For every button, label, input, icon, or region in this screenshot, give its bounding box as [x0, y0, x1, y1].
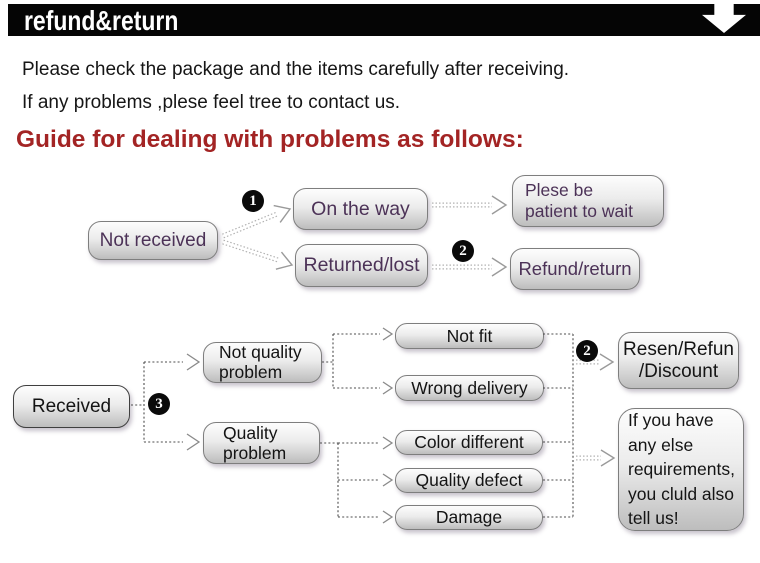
merge-lines: [543, 333, 574, 518]
arrow-notreceived-ontheway: [222, 204, 292, 239]
node-received: Received: [13, 385, 130, 428]
chevron-to-qualitydefect: [382, 473, 394, 487]
arrow-returnedlost-refund: [432, 257, 508, 277]
header-bar: refund&return: [8, 4, 760, 36]
badge-step-1: 1: [242, 190, 264, 212]
node-plese-be-patient: Plese be patient to wait: [512, 175, 664, 227]
quality-bracket-lines: [320, 442, 380, 518]
node-color-different: Color different: [395, 430, 543, 455]
intro-line-2: If any problems ,plese feel tree to cont…: [22, 92, 401, 113]
guide-heading: Guide for dealing with problems as follo…: [16, 126, 524, 153]
page-title: refund&return: [24, 5, 179, 36]
node-resen-refun-discount: Resen/Refun /Discount: [618, 332, 739, 389]
arrow-notreceived-returnedlost: [222, 239, 294, 270]
arrow-merge-ifyouhave: [576, 449, 616, 467]
node-not-quality-problem: Not quality problem: [203, 342, 322, 383]
node-on-the-way: On the way: [293, 188, 428, 230]
node-refund-return: Refund/return: [510, 248, 640, 290]
badge-step-3: 3: [148, 393, 170, 415]
arrow-merge-resen: [576, 353, 615, 371]
chevron-to-quality: [186, 433, 201, 451]
badge-step-2-top: 2: [452, 240, 474, 262]
chevron-to-notfit: [382, 327, 394, 341]
chevron-to-notquality: [186, 353, 201, 371]
node-damage: Damage: [395, 505, 543, 530]
arrow-ontheway-patient: [432, 195, 508, 215]
chevron-to-damage: [382, 510, 394, 524]
node-quality-defect: Quality defect: [395, 468, 543, 493]
intro-line-1: Please check the package and the items c…: [22, 59, 570, 80]
node-if-you-have: If you have any else requirements, you c…: [618, 408, 744, 531]
notquality-bracket-lines: [322, 333, 380, 389]
node-not-received: Not received: [88, 221, 218, 260]
node-wrong-delivery: Wrong delivery: [395, 375, 544, 401]
chevron-to-wrongdelivery: [382, 381, 394, 395]
chevron-to-colordifferent: [382, 436, 394, 450]
node-returned-lost: Returned/lost: [295, 244, 428, 287]
badge-step-2-bottom: 2: [576, 340, 598, 362]
node-quality-problem: Quality problem: [203, 422, 320, 464]
node-not-fit: Not fit: [395, 323, 544, 349]
